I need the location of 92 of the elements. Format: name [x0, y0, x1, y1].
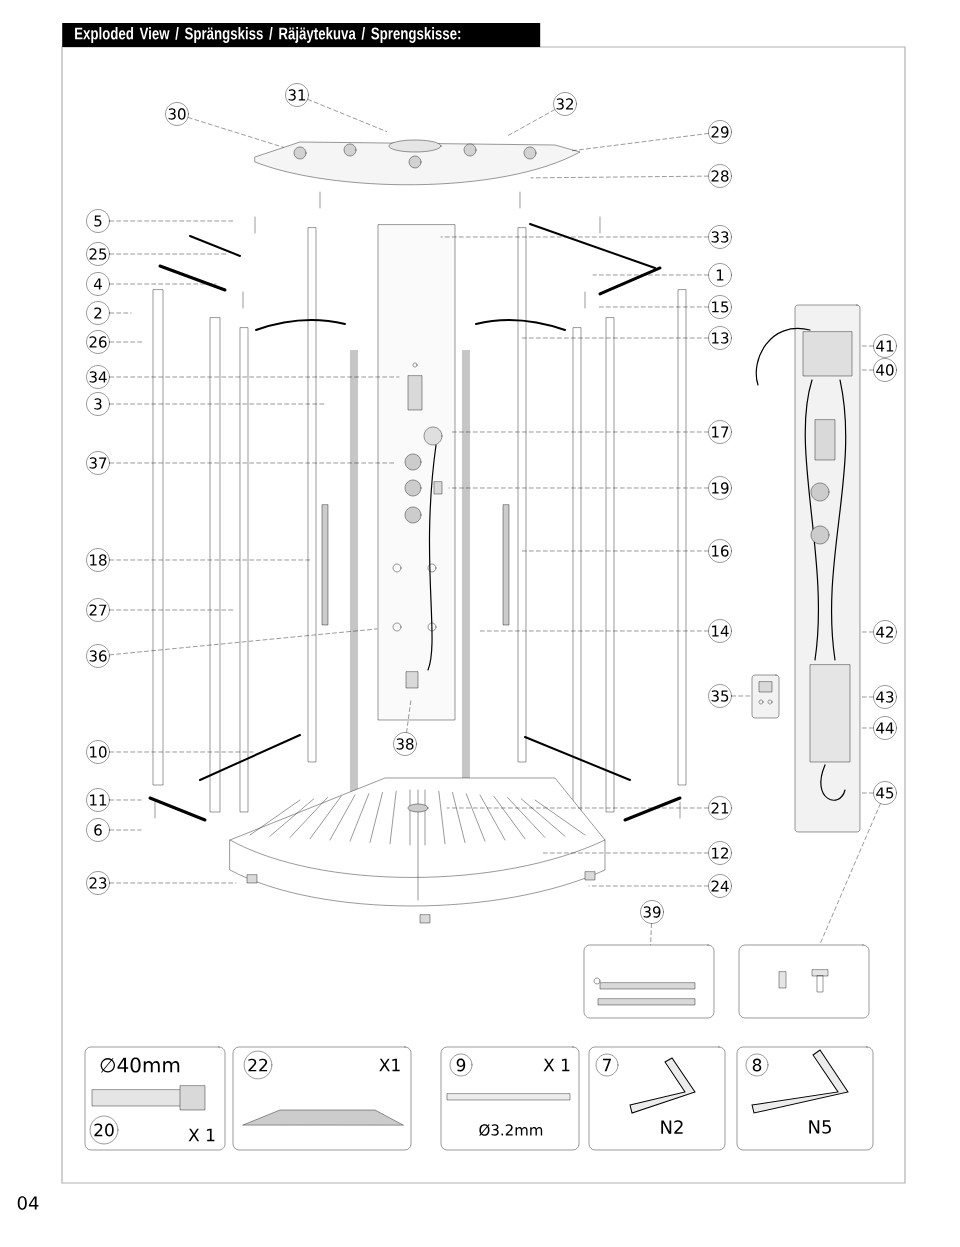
leader-line	[860, 631, 874, 633]
callout-number: 29	[708, 120, 732, 144]
callout-number: 32	[553, 92, 577, 116]
leader-line	[819, 803, 881, 945]
leader-line	[570, 133, 709, 152]
callout-number: 1	[708, 263, 732, 287]
leader-line	[530, 175, 709, 179]
callout-number: 43	[873, 685, 897, 709]
callout-number: 31	[285, 83, 309, 107]
leader-line	[109, 220, 235, 222]
leader-line	[109, 882, 237, 884]
callout-number: 3	[86, 392, 110, 416]
callout-number: 4	[86, 272, 110, 296]
leader-line	[440, 236, 709, 238]
callout-number: 6	[86, 818, 110, 842]
callout-number: 44	[873, 716, 897, 740]
leader-line	[187, 117, 284, 148]
leader-line	[109, 341, 145, 343]
leader-line	[598, 306, 709, 308]
callout-number: 21	[708, 796, 732, 820]
callout-number: 11	[86, 788, 110, 812]
leader-line	[109, 462, 396, 464]
callout-number: 40	[873, 358, 897, 382]
callout-number: 23	[86, 871, 110, 895]
leader-line	[446, 807, 709, 809]
kit-item-box: 8 N5	[736, 1046, 874, 1151]
leader-line	[406, 700, 411, 733]
leader-line	[540, 852, 709, 854]
leader-line	[592, 274, 709, 276]
callout-number: 16	[708, 539, 732, 563]
callout-number: 41	[873, 334, 897, 358]
callout-number: 12	[708, 841, 732, 865]
leader-line	[109, 403, 325, 405]
leader-line	[520, 550, 709, 552]
title-banner: Exploded View / Sprängskiss / Räjäytekuva / Sprengskisse:	[62, 23, 541, 47]
parts-box	[583, 944, 715, 1019]
callout-number: 26	[86, 330, 110, 354]
leader-line	[109, 609, 234, 611]
leader-line	[860, 696, 874, 698]
leader-line	[650, 923, 652, 945]
callout-number: 19	[708, 476, 732, 500]
callout-number: 35	[708, 684, 732, 708]
leader-line	[450, 431, 709, 433]
leader-line	[109, 312, 132, 314]
parts-box	[738, 944, 870, 1019]
leader-line	[588, 885, 709, 887]
callout-number: 2	[86, 301, 110, 325]
leader-line	[860, 792, 874, 794]
kit-item-box: 22 X1	[232, 1046, 412, 1151]
leader-line	[109, 829, 142, 831]
callout-number: 10	[86, 740, 110, 764]
leader-line	[731, 695, 752, 697]
kit-item-box: ∅40mm 20 X 1	[84, 1046, 226, 1151]
callout-number: 42	[873, 620, 897, 644]
leader-line	[109, 628, 378, 656]
leader-line	[109, 799, 142, 801]
callout-number: 15	[708, 295, 732, 319]
leader-line	[109, 253, 227, 255]
callout-number: 17	[708, 420, 732, 444]
callout-number: 13	[708, 326, 732, 350]
leader-line	[478, 630, 709, 632]
callout-number: 5	[86, 209, 110, 233]
callout-number: 28	[708, 164, 732, 188]
callout-number: 38	[393, 732, 417, 756]
callout-number: 18	[86, 548, 110, 572]
callout-number: 36	[86, 644, 110, 668]
leader-line	[109, 559, 312, 561]
callout-number: 37	[86, 451, 110, 475]
callout-number: 45	[873, 781, 897, 805]
leader-line	[860, 727, 874, 729]
callout-number: 27	[86, 598, 110, 622]
leader-line	[109, 283, 217, 285]
leader-line	[860, 369, 874, 371]
callout-number: 39	[640, 900, 664, 924]
callout-number: 14	[708, 619, 732, 643]
kit-item-box: 7 N2	[588, 1046, 726, 1151]
control-panel-drawing	[755, 304, 861, 833]
remote-control-drawing	[751, 674, 780, 719]
leader-line	[109, 376, 400, 378]
leader-line	[860, 345, 874, 347]
callout-number: 33	[708, 225, 732, 249]
leader-line	[307, 99, 387, 132]
callout-number: 34	[86, 365, 110, 389]
leader-line	[520, 337, 709, 339]
callout-number: 25	[86, 242, 110, 266]
leader-line	[448, 487, 709, 489]
page-number: 04	[17, 1196, 39, 1210]
callout-number: 24	[708, 874, 732, 898]
kit-item-box: 9 X 1 Ø3.2mm	[440, 1046, 580, 1151]
leader-line	[507, 109, 555, 136]
callout-number: 30	[165, 102, 189, 126]
leader-line	[109, 751, 254, 753]
